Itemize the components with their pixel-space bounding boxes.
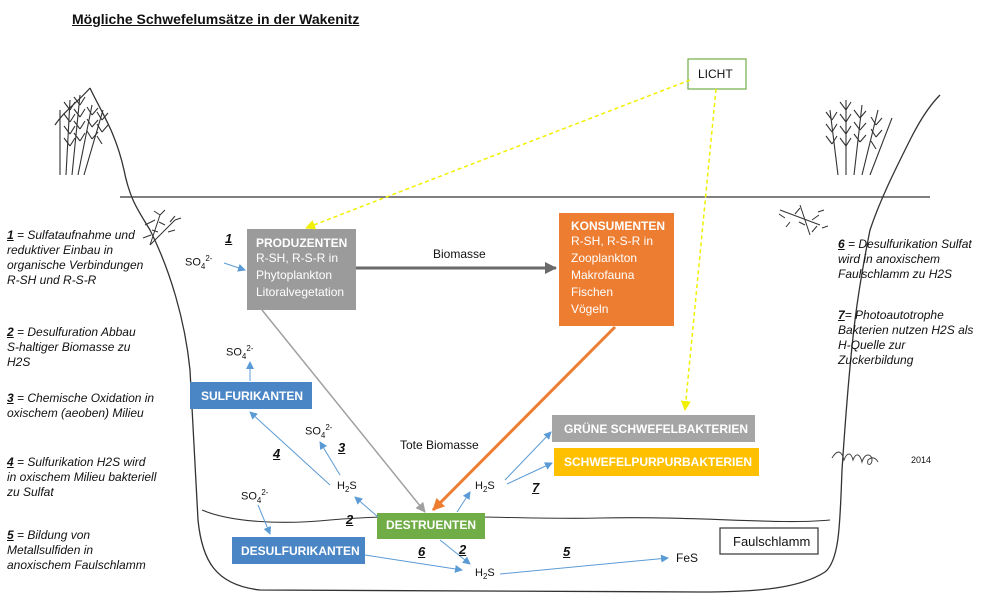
waterplant-left-icon (142, 209, 182, 246)
step-number-6: 6 (418, 544, 426, 559)
hydrogen-sulfide-formula: H2S (337, 480, 357, 495)
arrow-destruents-h2s-right (456, 491, 471, 513)
consumers-box (559, 213, 674, 326)
sulfate-formula: SO42- (185, 254, 213, 271)
tote-biomasse-label: Tote Biomasse (400, 438, 479, 452)
producers-line: Litoralvegetation (256, 285, 345, 299)
legend-item-4: 4 = Sulfurikation H2S wird in oxischem M… (7, 455, 157, 499)
biomasse-label: Biomasse (433, 247, 486, 261)
step-number-3: 3 (338, 440, 346, 455)
legend-item-3: 3 = Chemische Oxidation in oxischem (aeo… (7, 391, 155, 420)
arrow-desulfurikanten-h2s (364, 554, 463, 573)
legend-item-7: 7= Photoautotrophe Bakterien nutzen H2S … (838, 308, 974, 367)
step-number-4: 4 (273, 446, 281, 461)
arrow-h2s-purple (506, 462, 553, 485)
producers-box (247, 229, 356, 310)
step-number-2: 2 (346, 512, 354, 527)
sediment-line (201, 509, 831, 523)
arrow-h2s-sulfurikanten (249, 411, 331, 486)
legend-item-1: 1 = Sulfataufnahme und reduktiver Einbau… (7, 228, 144, 287)
step-number-1: 1 (225, 231, 233, 246)
lake-outline (89, 87, 941, 593)
reed-right-icon (825, 100, 893, 176)
destruents-label: DESTRUENTEN (386, 518, 477, 532)
fes-label: FeS (676, 551, 699, 565)
diagram-title: Mögliche Schwefelumsätze in der Wakenitz (72, 11, 360, 27)
sulfurikanten-label: SULFURIKANTEN (201, 389, 303, 403)
purple-bacteria-box (554, 448, 759, 476)
desulfurikanten-box (232, 537, 365, 564)
hydrogen-sulfide-formula: H2S (475, 567, 495, 582)
arrow-destruents-h2s-bottom (439, 539, 471, 565)
arrow-so4-desulfurikanten (257, 504, 272, 535)
desulfurikanten-label: DESULFURIKANTEN (241, 544, 360, 558)
producers-line: R-SH, R-S-R in (256, 251, 339, 265)
consumers-line: Fischen (571, 285, 614, 299)
sulfate-formula: SO42- (305, 423, 333, 440)
arrow-h2s-green (504, 431, 552, 481)
purple-bacteria-label: SCHWEFELPURPURBAKTERIEN (564, 455, 753, 469)
waterplant-right-icon (778, 204, 829, 236)
sulfate-formula: SO42- (226, 344, 254, 361)
consumers-title: KONSUMENTEN (571, 219, 666, 233)
producers-title: PRODUZENTEN (256, 236, 348, 250)
arrow-so4-producers (223, 262, 246, 272)
destruents-box (377, 513, 485, 539)
arrow-h2s-fes (499, 554, 669, 575)
reed-left-icon (59, 94, 109, 176)
producers-line: Phytoplankton (256, 268, 333, 282)
green-bacteria-label: GRÜNE SCHWEFELBAKTERIEN (564, 422, 749, 436)
light-label: LICHT (698, 67, 733, 81)
producers-content: PRODUZENTEN R-SH, R-S-R in Phytoplankton… (256, 236, 356, 301)
arrow-destruents-h2s (354, 496, 379, 518)
signature-year: 2014 (911, 455, 932, 465)
faulschlamm-label: Faulschlamm (733, 534, 811, 549)
consumers-line: R-SH, R-S-R in (571, 234, 654, 248)
consumers-line: Vögeln (571, 302, 609, 316)
sulfate-formula: SO42- (241, 488, 269, 505)
arrow-producers-destruents (261, 309, 426, 513)
arrow-light-bacteria (680, 88, 717, 411)
legend-item-6: 6 = Desulfurikation Sulfat wird in anoxi… (838, 237, 972, 281)
legend-item-2: 2 = Desulfuration Abbau S-haltiger Bioma… (7, 325, 136, 369)
step-number-5: 5 (563, 544, 571, 559)
sulfurikanten-box (190, 382, 312, 409)
legend-item-5: 5 = Bildung von Metallsulfiden in anoxis… (7, 528, 146, 572)
green-bacteria-box (552, 415, 755, 442)
step-number-7: 7 (532, 480, 540, 495)
arrow-consumers-destruents (431, 325, 617, 512)
arrow-light-producers (305, 79, 691, 230)
light-box (687, 58, 747, 90)
artist-signature (831, 451, 879, 465)
faulschlamm-box (719, 527, 819, 555)
consumers-line: Zooplankton (571, 251, 638, 265)
hydrogen-sulfide-formula: H2S (475, 480, 495, 495)
arrow-h2s-so4 (319, 441, 341, 476)
step-number-2: 2 (459, 542, 467, 557)
consumers-line: Makrofauna (571, 268, 635, 282)
consumers-content: KONSUMENTEN R-SH, R-S-R in Zooplankton M… (571, 219, 671, 318)
